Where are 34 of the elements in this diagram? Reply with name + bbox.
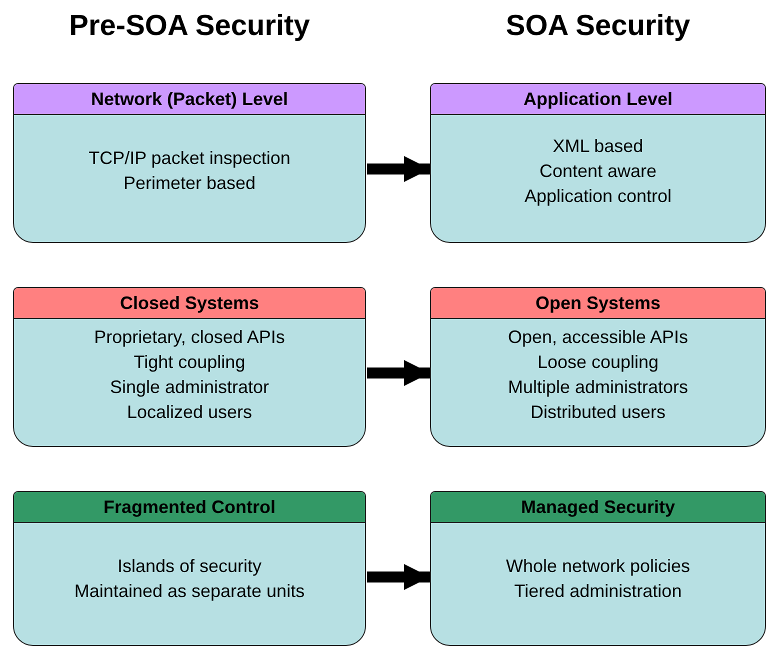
card-text: Tiered administration (514, 580, 682, 603)
card-text: Open, accessible APIs (508, 326, 688, 349)
card-text: Proprietary, closed APIs (94, 326, 285, 349)
card-text: XML based (552, 134, 644, 158)
card-text: Perimeter based (123, 172, 256, 195)
card-text: Localized users (126, 401, 252, 424)
card-text: Application control (524, 184, 672, 208)
card-text: Whole network policies (506, 555, 690, 578)
card-text: Content aware (539, 160, 657, 182)
card-text: Loose coupling (537, 351, 659, 374)
arrow (367, 564, 430, 590)
card-header: Network (Packet) Level (14, 84, 365, 115)
card (430, 287, 766, 447)
card (430, 491, 766, 646)
card-text: Islands of security (117, 555, 262, 578)
card (13, 83, 366, 243)
card-text: TCP/IP packet inspection (88, 147, 290, 170)
arrow (367, 156, 430, 182)
card-header: Closed Systems (14, 288, 365, 319)
column-heading: Pre-SOA Security (68, 9, 311, 44)
card-text: Tight coupling (134, 351, 246, 374)
arrow (367, 360, 430, 386)
column-heading: SOA Security (504, 9, 692, 44)
card (430, 83, 766, 243)
card-text: Multiple administrators (508, 376, 688, 399)
card-header: Open Systems (431, 288, 765, 319)
card-header: Application Level (431, 84, 765, 115)
card (13, 287, 366, 447)
card-header: Managed Security (431, 492, 765, 523)
card-text: Maintained as separate units (74, 580, 305, 603)
card-text: Single administrator (110, 376, 270, 399)
card-header: Fragmented Control (14, 492, 365, 523)
card (13, 491, 366, 646)
card-text: Distributed users (530, 401, 666, 424)
